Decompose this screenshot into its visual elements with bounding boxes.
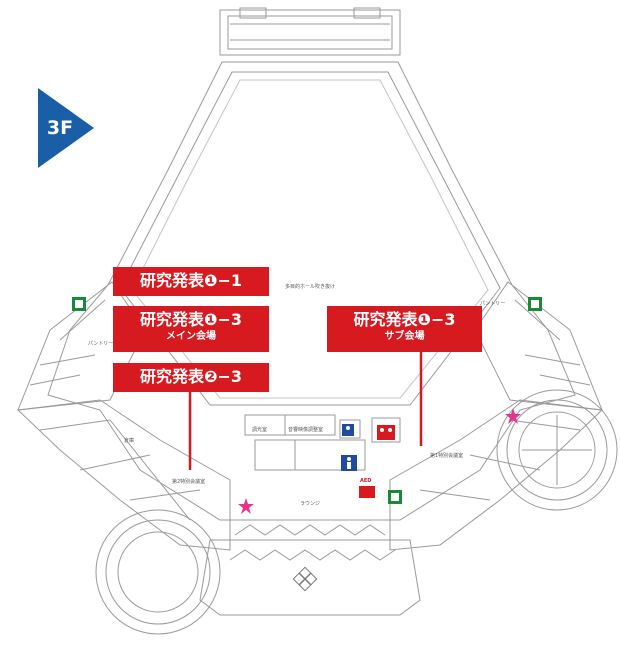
session-label-title: 研究発表❶−1	[139, 271, 243, 290]
session-label-sub: メイン会場	[166, 331, 216, 342]
star-marker-right	[505, 408, 521, 424]
room-label-pantry-left: パントリー	[88, 341, 114, 347]
room-label-meeting-2: 第2特別会議室	[172, 479, 206, 485]
room-label-prep: 調光室	[252, 427, 268, 433]
session-label-3: 研究発表❷−3	[113, 363, 269, 392]
session-label-4: 研究発表❶−3 サブ会場	[327, 306, 482, 352]
room-label-hall: 多目的ホール吹き抜け	[285, 284, 336, 290]
aed-label: AED	[360, 478, 372, 484]
emergency-exit-icon	[388, 490, 402, 504]
floor-badge: 3F	[38, 88, 96, 168]
session-label-sub: サブ会場	[384, 331, 425, 342]
floor-badge-shape	[38, 88, 94, 168]
star-marker-left	[238, 498, 254, 514]
room-label-av: 音響映像調整室	[288, 427, 324, 433]
restroom-female-icon	[377, 425, 395, 440]
aed-icon	[359, 486, 375, 498]
session-label-title: 研究発表❷−3	[139, 367, 243, 386]
room-label-storage: 倉庫	[124, 438, 135, 444]
right-round-room	[496, 389, 618, 511]
diamond-ornament	[292, 566, 318, 592]
hall-outline	[47, 61, 576, 521]
left-round-room	[95, 509, 221, 635]
session-label-title: 研究発表❶−3	[139, 310, 243, 329]
stage-block	[219, 9, 401, 56]
room-label-lounge: ラウンジ	[300, 501, 321, 507]
session-label-title: 研究発表❶−3	[353, 310, 456, 329]
session-label-1: 研究発表❶−1	[113, 267, 269, 296]
emergency-exit-icon	[72, 297, 86, 311]
room-label-meeting-1: 第1特別会議室	[430, 453, 464, 459]
floor-label: 3F	[46, 117, 74, 139]
emergency-exit-icon	[528, 297, 542, 311]
session-label-2: 研究発表❶−3 メイン会場	[113, 306, 269, 352]
room-label-pantry-right: パントリー	[480, 301, 506, 307]
